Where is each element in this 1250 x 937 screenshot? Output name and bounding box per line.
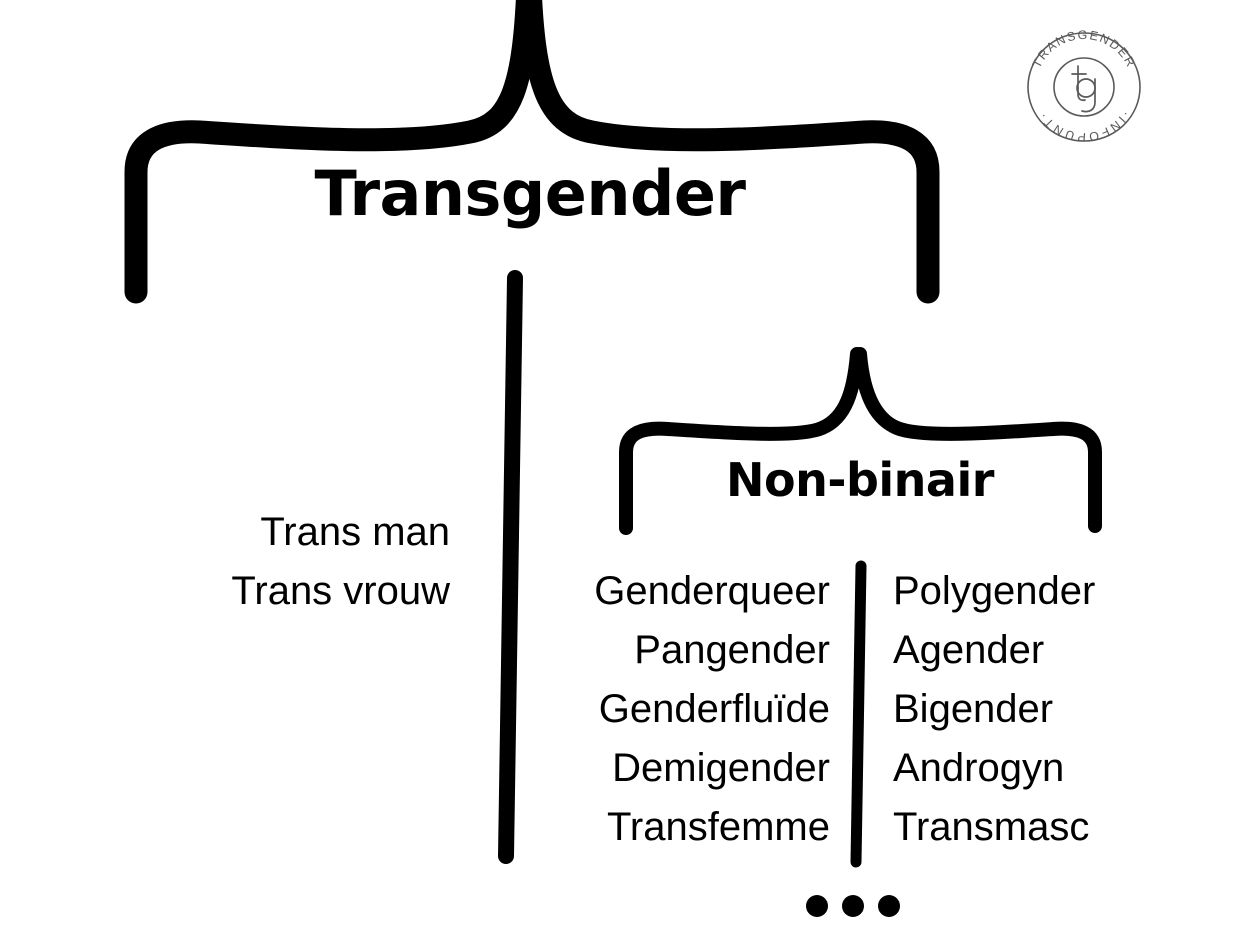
list-item: Demigender [612, 746, 830, 790]
transgender-infopunt-stamp: TRANSGENDER ·INFOPUNT· [1027, 28, 1141, 144]
transgender-trunk-divider [498, 270, 523, 864]
binary-identities-list: Trans man Trans vrouw [140, 503, 450, 621]
non-binair-title: Non-binair [726, 453, 994, 507]
stamp-top-arc-text: TRANSGENDER [1030, 28, 1139, 70]
list-item: Polygender [893, 569, 1096, 613]
stamp-monogram [1071, 65, 1096, 113]
stamp-outer-ring [1027, 32, 1141, 142]
stamp-inner-ring [1053, 57, 1115, 117]
non-binair-brace [619, 347, 1102, 535]
stamp-bottom-arc-text: ·INFOPUNT· [1035, 108, 1133, 144]
list-item: Pangender [634, 628, 830, 672]
page-title: Transgender [314, 157, 746, 230]
list-item: Androgyn [893, 746, 1065, 790]
list-item: Trans vrouw [231, 569, 450, 613]
ellipsis-dots-icon [806, 895, 900, 917]
non-binair-column-divider [850, 560, 867, 868]
list-item: Trans man [260, 510, 450, 554]
list-item: Transfemme [606, 805, 830, 849]
non-binary-right-column: Polygender Agender Bigender Androgyn Tra… [893, 562, 1193, 857]
ellipsis-dot [842, 895, 864, 917]
list-item: Bigender [893, 687, 1054, 731]
list-item: Genderfluïde [598, 687, 830, 731]
list-item: Genderqueer [594, 569, 830, 613]
list-item: Transmasc [893, 805, 1090, 849]
ellipsis-dot [878, 895, 900, 917]
ellipsis-dot [806, 895, 828, 917]
non-binary-left-column: Genderqueer Pangender Genderfluïde Demig… [520, 562, 830, 857]
transgender-brace [124, 0, 940, 304]
list-item: Agender [893, 628, 1045, 672]
